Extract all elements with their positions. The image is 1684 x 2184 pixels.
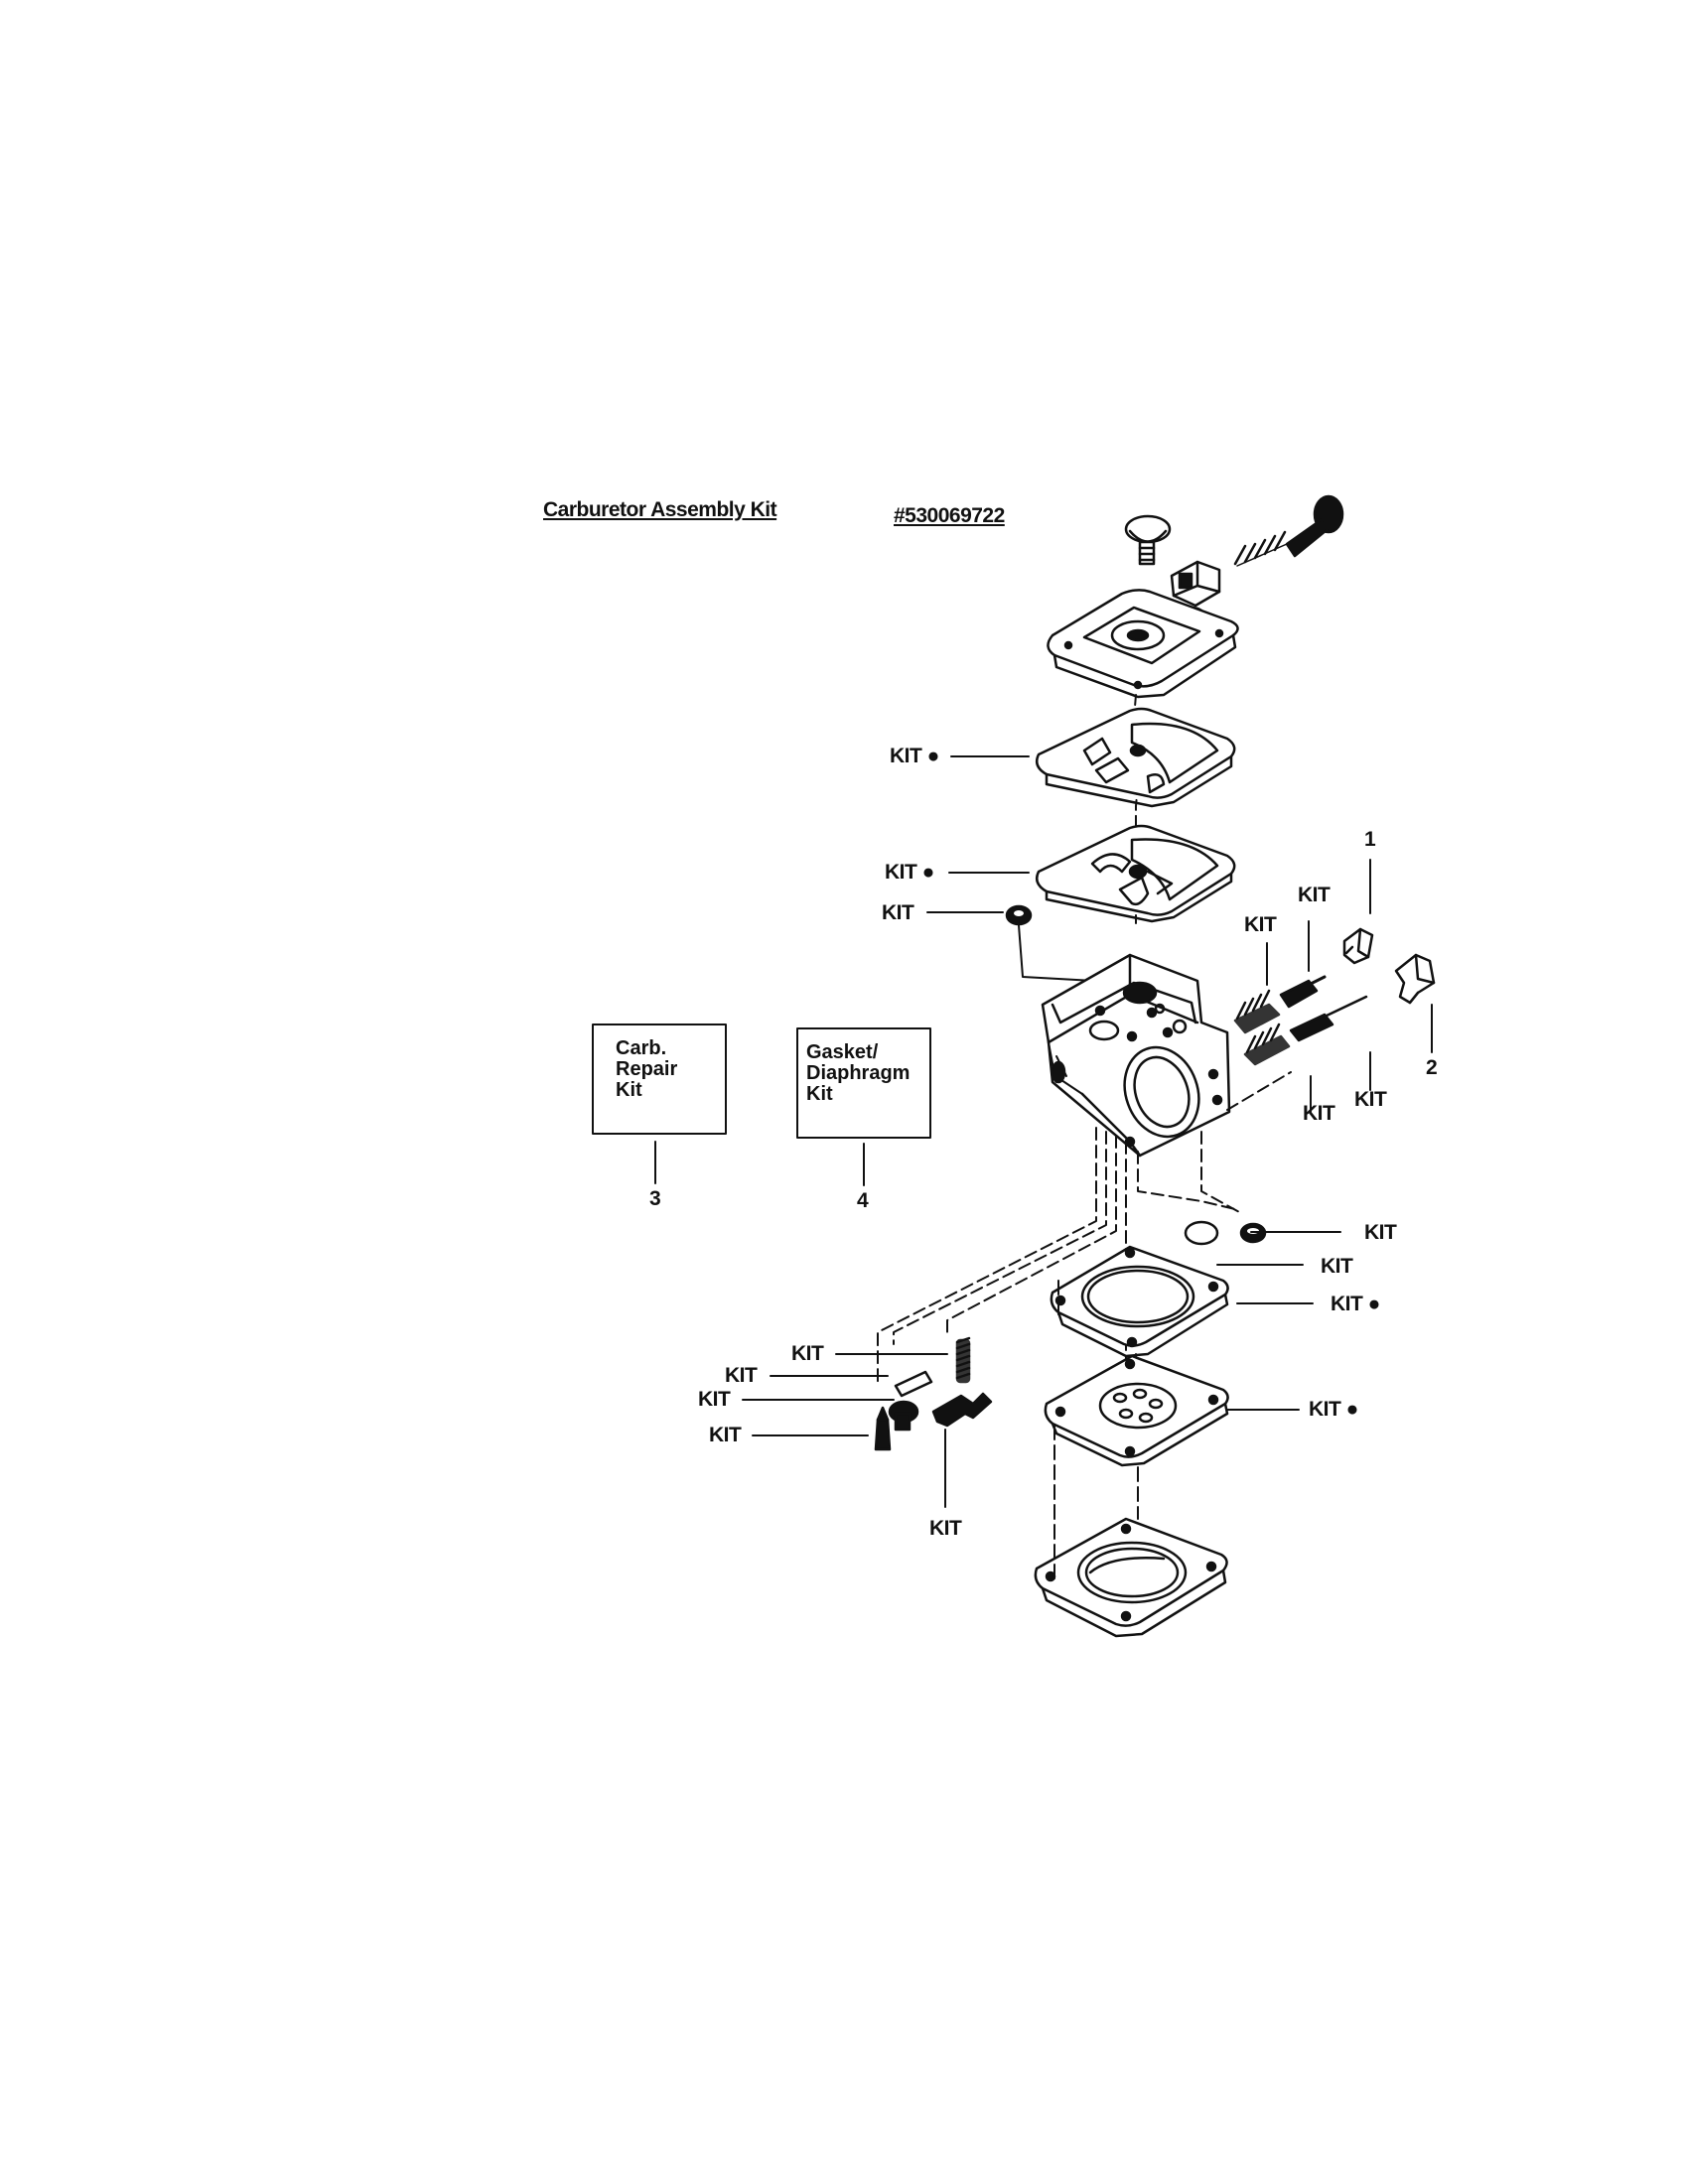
kit-label-metering-diaphragm: KIT ● [1309,1398,1358,1421]
metering-diaphragm [1044,1354,1229,1467]
lever-screw [888,1400,919,1432]
repair-kit-text: Carb. Repair Kit [616,1038,677,1101]
kit-label-lever-screw: KIT [698,1388,731,1411]
kit-label-inlet-screen: KIT [882,901,914,924]
part-number: #530069722 [894,504,1005,527]
o-ring [1184,1220,1219,1246]
metering-cover [1034,1517,1228,1638]
kit-label-metering-lever: KIT [929,1517,962,1540]
kit-label-spring-small: KIT [791,1342,824,1365]
gasket-kit-line-2: Diaphragm [806,1062,911,1084]
adjusting-screw-spring [1233,494,1344,567]
kit-label-needle-top: KIT [1298,884,1331,906]
repair-kit-line-1: Carb. [616,1037,667,1059]
ref-2: 2 [1426,1056,1438,1079]
repair-kit-line-3: Kit [616,1079,642,1101]
kit-label-lever-pin: KIT [725,1364,758,1387]
kit-label-spring-lower: KIT [1303,1102,1335,1125]
gasket-kit-text: Gasket/ Diaphragm Kit [806,1042,910,1105]
repair-kit-line-2: Repair [616,1058,678,1080]
limiter-cap-1 [1342,927,1374,965]
ref-4: 4 [857,1189,869,1212]
limiter-cap-2 [1394,953,1436,1005]
ref-1: 1 [1364,828,1376,851]
repair-kit-box [592,1024,727,1135]
kit-label-pump-gasket: KIT ● [890,745,939,767]
cover-bracket [1170,560,1221,608]
kit-label-fuel-screen: KIT [1364,1221,1397,1244]
needle-springs-upper [1233,975,1368,1066]
metering-gasket [1050,1245,1229,1358]
metering-lever-pin [894,1370,933,1398]
kit-label-spring-left: KIT [1244,913,1277,936]
kit-label-pump-diaphragm: KIT ● [885,861,934,884]
kit-label-inlet-needle: KIT [709,1424,742,1446]
kit-label-needle-lower: KIT [1354,1088,1387,1111]
carburetor-body [1041,953,1231,1158]
kit-label-o-ring: KIT [1321,1255,1353,1278]
gasket-kit-line-1: Gasket/ [806,1041,879,1063]
gasket-kit-box [796,1027,931,1139]
ref-3: 3 [649,1187,661,1210]
metering-lever [931,1392,993,1428]
inlet-needle-spring [955,1336,971,1384]
inlet-needle [874,1406,892,1451]
pump-cover [1047,589,1239,699]
pump-diaphragm [1036,824,1236,923]
gasket-kit-line-3: Kit [806,1083,833,1105]
page-title: Carburetor Assembly Kit [543,498,777,521]
kit-label-metering-gasket: KIT ● [1331,1293,1380,1315]
top-screw [1124,514,1172,566]
pump-gasket [1036,707,1236,808]
